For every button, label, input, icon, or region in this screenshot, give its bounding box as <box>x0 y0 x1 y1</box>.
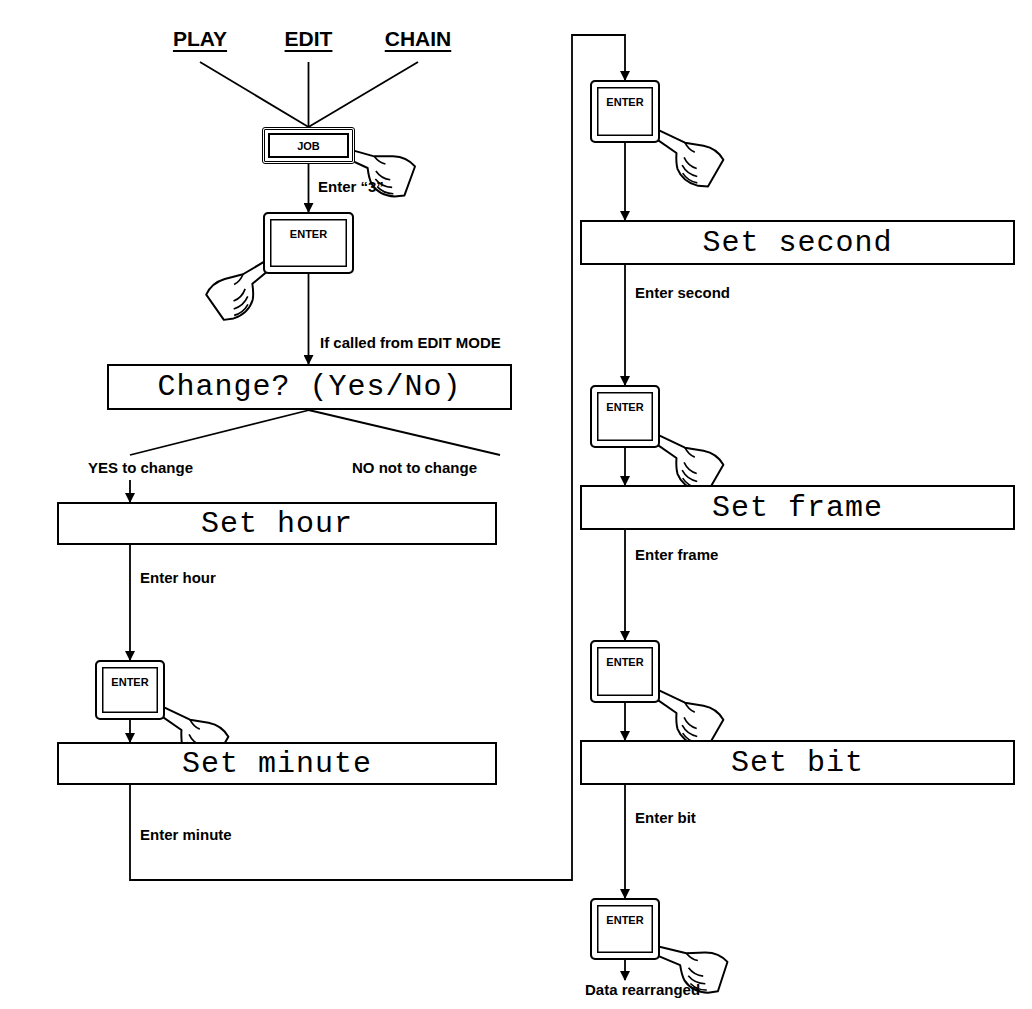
display-box: Set hour <box>57 502 497 545</box>
step-label: Enter bit <box>635 809 696 827</box>
display-box: Set frame <box>580 485 1015 530</box>
node-text: ENTER <box>606 656 643 668</box>
node-text: Set frame <box>712 491 883 525</box>
flow-arrow <box>129 545 131 660</box>
no-branch-line <box>309 410 501 455</box>
note-text: Data rearranged <box>585 981 700 999</box>
mode-name: EDIT <box>285 30 333 48</box>
flow-arrow <box>624 785 626 898</box>
flow-arrow <box>308 274 310 364</box>
enter-button: ENTER <box>263 212 354 274</box>
result-arrow <box>624 960 626 980</box>
flow-arrow <box>624 703 626 740</box>
display-box: Set minute <box>57 742 497 785</box>
step-label: YES to change <box>88 459 193 477</box>
mode-name: CHAIN <box>385 30 452 48</box>
step-label: Enter hour <box>140 569 216 587</box>
step-label: Enter minute <box>140 826 232 844</box>
display-box: Set bit <box>580 740 1015 785</box>
node-text: Set hour <box>201 507 353 541</box>
node-text: ENTER <box>606 96 643 108</box>
flow-arrow <box>308 164 310 212</box>
node-text: ENTER <box>606 401 643 413</box>
flow-arrow <box>624 265 626 385</box>
flow-arrow <box>624 448 626 485</box>
step-label: Enter frame <box>635 546 718 564</box>
flow-arrow <box>129 720 131 742</box>
node-text: JOB <box>297 140 320 152</box>
mode-lines <box>200 62 418 127</box>
node-text: ENTER <box>290 228 327 240</box>
step-label: If called from EDIT MODE <box>320 334 501 352</box>
node-text: Set second <box>702 226 892 260</box>
display-box: Change? (Yes/No) <box>107 364 512 410</box>
job-button: JOB <box>262 127 355 164</box>
enter-button: ENTER <box>590 80 660 143</box>
node-text: Set bit <box>731 746 864 780</box>
enter-button: ENTER <box>590 385 660 448</box>
display-box: Set second <box>580 220 1015 265</box>
node-text: Set minute <box>182 747 372 781</box>
step-label: Enter second <box>635 284 730 302</box>
node-text: Change? (Yes/No) <box>157 370 461 404</box>
flow-arrow <box>624 143 626 220</box>
mode-name: PLAY <box>173 30 227 48</box>
enter-button: ENTER <box>95 660 165 720</box>
node-text: ENTER <box>606 914 643 926</box>
note-text: NO not to change <box>352 459 477 477</box>
flow-arrow <box>130 410 310 502</box>
enter-button: ENTER <box>590 640 660 703</box>
step-label: Enter “3” <box>318 178 384 196</box>
node-text: ENTER <box>111 676 148 688</box>
enter-button: ENTER <box>590 898 660 960</box>
flow-arrow <box>624 530 626 640</box>
